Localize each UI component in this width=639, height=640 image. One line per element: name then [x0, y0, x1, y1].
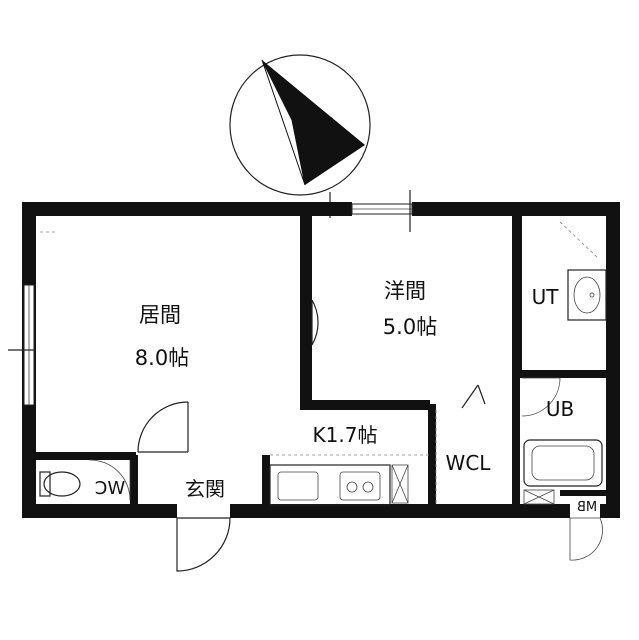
north-arrow-icon	[229, 54, 371, 218]
wcl-label: WCL	[446, 451, 492, 475]
western-room-size: 5.0帖	[383, 315, 437, 339]
living-room-size: 8.0帖	[135, 346, 189, 370]
kitchen-counter	[269, 464, 391, 506]
door-ub	[521, 377, 561, 417]
ub-label: UB	[546, 397, 574, 421]
wcl-door	[461, 384, 486, 409]
living-room-name: 居間	[139, 303, 181, 327]
ut-label: UT	[532, 285, 560, 309]
mb-label: MB	[577, 500, 597, 515]
door-living	[137, 401, 189, 453]
door-wc	[89, 459, 131, 501]
window-north	[351, 190, 413, 232]
exterior-walls	[22, 202, 620, 518]
washbasin-icon	[567, 269, 607, 321]
door-western	[311, 299, 319, 346]
kitchen-label: K1.7帖	[313, 423, 378, 447]
window-west	[8, 284, 36, 406]
western-room-name: 洋間	[384, 279, 426, 303]
door-entrance	[176, 517, 231, 572]
bathtub-icon	[523, 439, 603, 487]
toilet-icon	[39, 471, 81, 497]
wc-label: WC	[95, 478, 125, 499]
door-mb	[569, 517, 603, 561]
storage-x-marks	[391, 464, 555, 505]
interior-walls	[36, 216, 612, 505]
dashed-lines	[40, 221, 599, 505]
entrance-label: 玄関	[185, 477, 225, 501]
